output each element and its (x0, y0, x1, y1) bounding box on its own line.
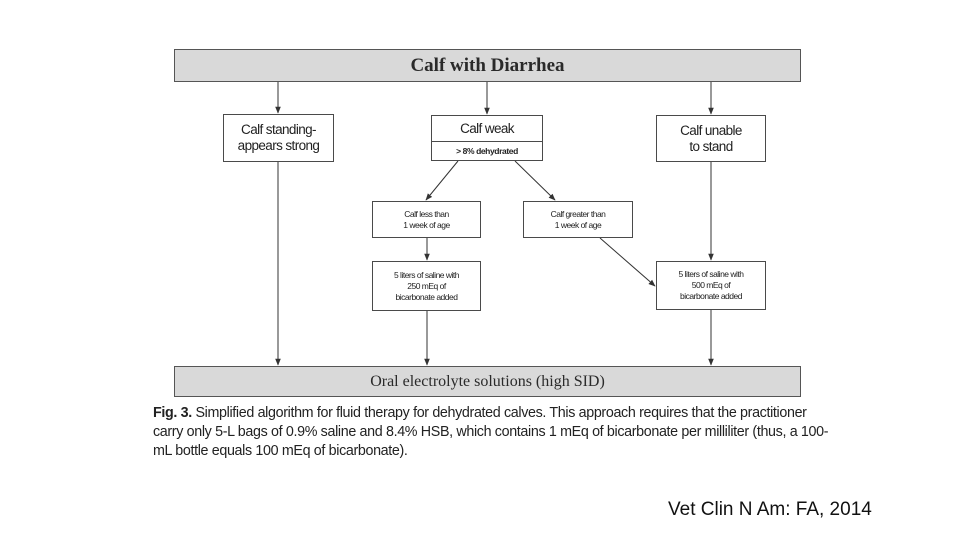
arrow-weak-to-greater (514, 160, 556, 201)
figure-caption-text: Simplified algorithm for fluid therapy f… (153, 405, 829, 459)
node-calf-greater-than-1-week: Calf greater than 1 week of age (523, 201, 633, 238)
node-calf-weak-dehydration: > 8% dehydrated (456, 146, 518, 156)
node-label-line: 5 liters of saline with (393, 269, 460, 280)
sink-node-oral-electrolytes: Oral electrolyte solutions (high SID) (174, 366, 801, 397)
root-node-calf-with-diarrhea: Calf with Diarrhea (174, 49, 801, 82)
arrow-greater-to-saline500 (599, 237, 656, 287)
node-label-line: 5 liters of saline with (678, 269, 744, 279)
node-label-line: appears strong (237, 138, 320, 153)
node-label-line: 1 week of age (403, 219, 450, 230)
node-label-line: Calf standing- (241, 122, 317, 137)
node-saline-250-meq: 5 liters of saline with 250 mEq of bicar… (372, 261, 481, 311)
node-calf-weak-title: Calf weak (432, 116, 542, 142)
sink-node-label: Oral electrolyte solutions (high SID) (370, 372, 605, 390)
node-calf-unable-to-stand: Calf unable to stand (656, 115, 766, 162)
node-label-line: 1 week of age (554, 219, 602, 230)
node-calf-standing: Calf standing- appears strong (223, 114, 334, 162)
citation: Vet Clin N Am: FA, 2014 (668, 499, 872, 520)
arrow-weak-to-less (425, 160, 459, 201)
node-label-line: Calf unable (680, 122, 742, 138)
node-label-line: bicarbonate added (680, 291, 742, 301)
figure-caption: Fig. 3. Simplified algorithm for fluid t… (153, 404, 833, 461)
node-calf-weak: Calf weak > 8% dehydrated (431, 115, 543, 161)
node-label-line: Calf less than (404, 208, 449, 219)
node-saline-500-meq: 5 liters of saline with 500 mEq of bicar… (656, 261, 766, 310)
node-label-line: Calf greater than (550, 208, 606, 219)
node-calf-less-than-1-week: Calf less than 1 week of age (372, 201, 481, 238)
node-label-line: 250 mEq of (407, 280, 446, 291)
node-label-line: to stand (689, 138, 733, 154)
root-node-label: Calf with Diarrhea (410, 54, 565, 76)
figure-label: Fig. 3. (153, 405, 192, 421)
node-label-line: 500 mEq of (691, 280, 731, 290)
node-label-line: bicarbonate added (395, 291, 458, 302)
